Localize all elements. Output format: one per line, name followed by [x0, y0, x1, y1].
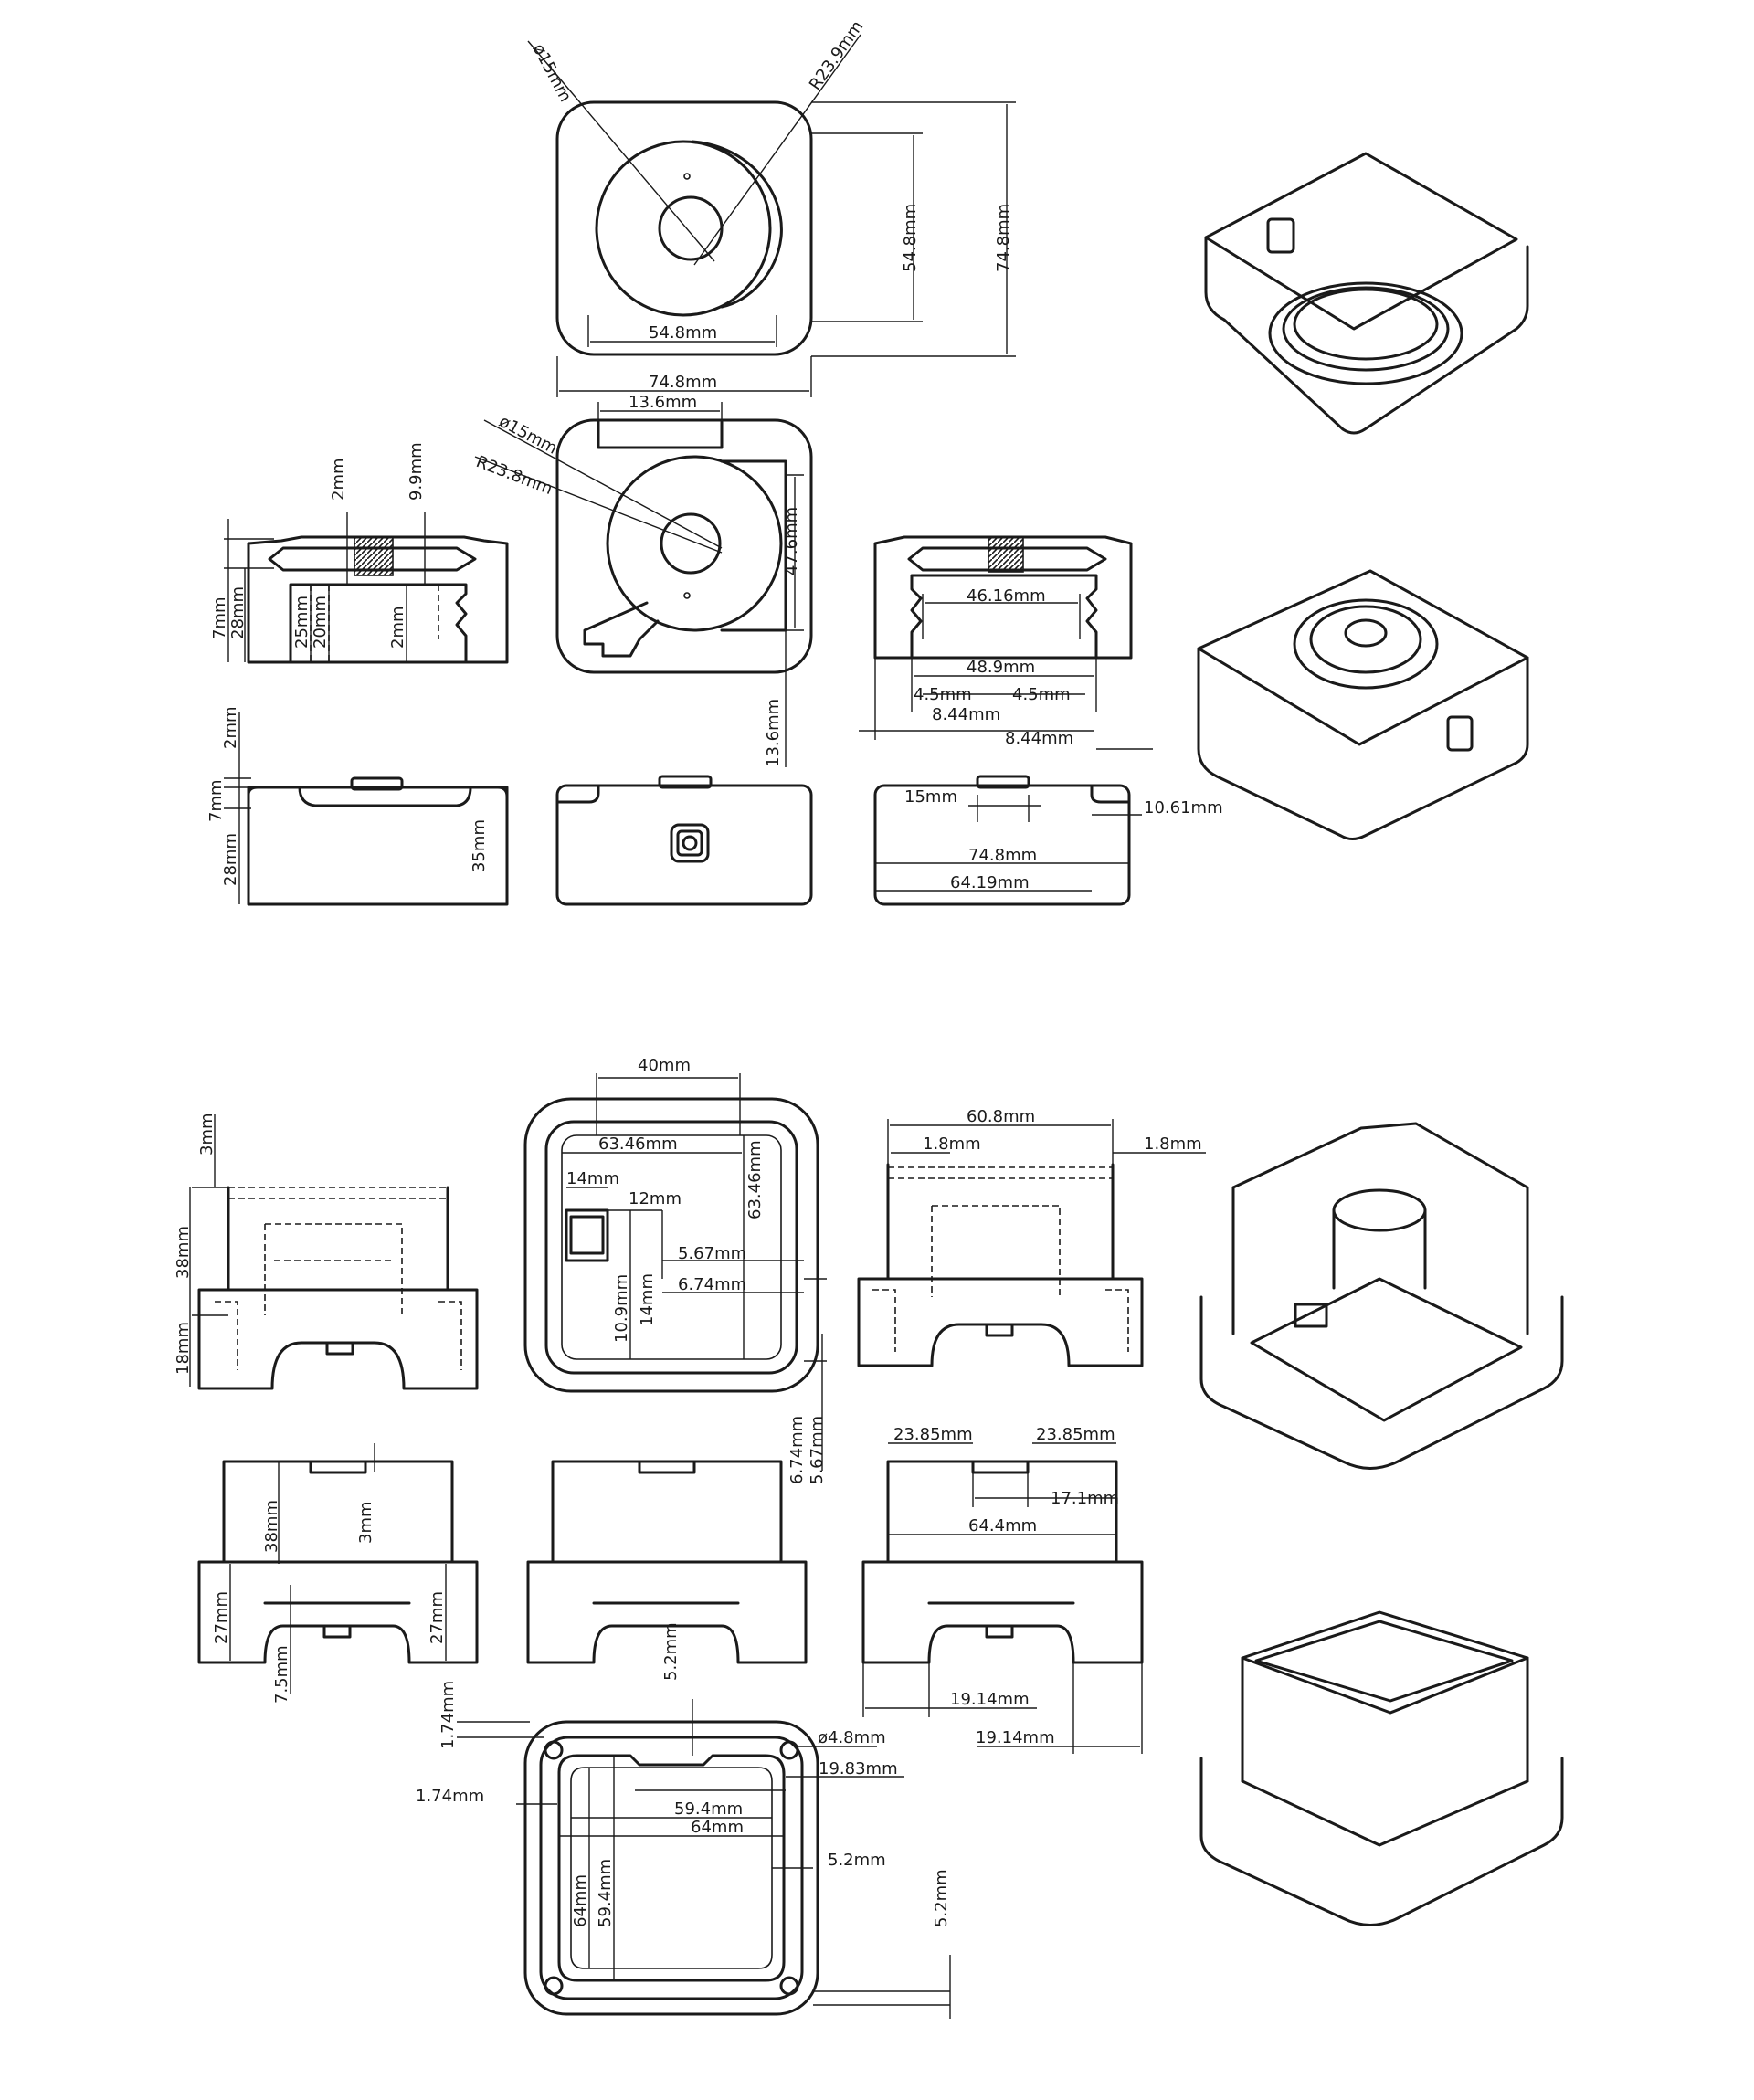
dim-e2-1914-lower: 19.14mm: [976, 1728, 1055, 1747]
dim-b-14-top: 14mm: [566, 1169, 619, 1188]
dim-b-6346-vertical: 63.46mm: [745, 1140, 765, 1219]
dim-e2-3: 3mm: [356, 1501, 375, 1544]
dim-right-844-upper: 8.44mm: [932, 705, 1000, 724]
dim-br-18-right: 1.8mm: [1144, 1134, 1202, 1154]
dim-top-548-vertical: 54.8mm: [901, 204, 920, 272]
dim-mid-476: 47.6mm: [782, 507, 801, 575]
dim-mid-136: 13.6mm: [629, 393, 697, 412]
dim-bot-52-right: 5.2mm: [828, 1851, 886, 1870]
dim-e2-75: 7.5mm: [272, 1645, 291, 1704]
dim-elev-7: 7mm: [206, 779, 226, 822]
dim-b-14-vertical: 14mm: [638, 1273, 657, 1326]
elevation2-front: [526, 1460, 808, 1664]
dim-b-6346-horizontal: 63.46mm: [598, 1134, 678, 1154]
dim-right-844-lower: 8.44mm: [1005, 729, 1073, 748]
isometric-view-2: [1197, 569, 1529, 840]
dim-left-7: 7mm: [210, 596, 229, 639]
dim-bl-38: 38mm: [174, 1226, 193, 1279]
dim-elev-35: 35mm: [470, 819, 489, 872]
elevation2-right: [861, 1442, 1144, 1754]
dim-elev-748: 74.8mm: [968, 846, 1037, 865]
isometric-view-1: [1204, 152, 1529, 435]
elevation-right: [873, 775, 1142, 906]
frame-section-left: [189, 1114, 479, 1390]
dim-top-548-horizontal: 54.8mm: [649, 323, 717, 343]
dim-top-748-vertical: 74.8mm: [994, 204, 1013, 272]
dim-b-567: 5.67mm: [678, 1244, 746, 1263]
dim-e2-1914-upper: 19.14mm: [950, 1690, 1030, 1709]
dim-bl-18: 18mm: [174, 1322, 193, 1375]
dim-bot-174-vertical: 1.74mm: [438, 1681, 458, 1749]
dim-bot-52-top: 5.2mm: [661, 1622, 681, 1681]
dim-left-25: 25mm: [292, 596, 312, 649]
dim-b-567-vertical: 5.67mm: [808, 1416, 827, 1484]
top-view-middle: [474, 402, 813, 767]
dim-elev-15: 15mm: [904, 787, 957, 807]
dim-bot-174-horizontal: 1.74mm: [416, 1787, 484, 1806]
dim-left-2mm-top: 2mm: [329, 458, 348, 501]
left-section-view: [224, 512, 509, 664]
dim-right-45-right: 4.5mm: [1012, 685, 1071, 704]
dim-mid-phi15: ø15mm: [496, 412, 561, 459]
dim-top-phi15: ø15mm: [529, 40, 576, 105]
isometric-view-3: [1199, 1122, 1564, 1470]
dim-right-45-left: 4.5mm: [914, 685, 972, 704]
dim-top-r239: R23.9mm: [806, 17, 867, 94]
dim-e2-38: 38mm: [262, 1500, 281, 1553]
dim-e2-2385-right: 23.85mm: [1036, 1425, 1115, 1444]
top-view-upper: [527, 34, 1016, 397]
dim-bot-64-horizontal: 64mm: [691, 1818, 744, 1837]
dim-e2-27-left: 27mm: [212, 1591, 231, 1644]
dim-bot-594-vertical: 59.4mm: [596, 1859, 615, 1927]
dim-b-40: 40mm: [638, 1056, 691, 1075]
isometric-view-4: [1199, 1610, 1564, 1926]
dim-bot-64-vertical: 64mm: [571, 1874, 590, 1927]
dim-elev-6419: 64.19mm: [950, 873, 1030, 892]
frame-section-right: [857, 1119, 1206, 1367]
dim-right-4616: 46.16mm: [967, 586, 1046, 606]
dim-left-28: 28mm: [228, 586, 248, 639]
dim-b-109: 10.9mm: [612, 1274, 631, 1343]
dim-bot-594-horizontal: 59.4mm: [674, 1799, 743, 1819]
elevation-front: [555, 775, 813, 906]
dim-br-608: 60.8mm: [967, 1107, 1035, 1126]
dim-right-489: 48.9mm: [967, 658, 1035, 677]
dim-elev-2: 2mm: [221, 706, 240, 749]
dim-b-674-vertical: 6.74mm: [787, 1416, 807, 1484]
right-section-view: [859, 535, 1153, 750]
dim-b-12: 12mm: [629, 1189, 682, 1208]
dim-bot-52-vertical: 5.2mm: [932, 1869, 951, 1927]
dim-left-2mm-bottom: 2mm: [388, 606, 407, 649]
dim-mid-r238: R23.8mm: [473, 452, 555, 499]
dim-bot-phi48: ø4.8mm: [818, 1728, 886, 1747]
dim-e2-2385-left: 23.85mm: [893, 1425, 973, 1444]
dim-left-99: 9.9mm: [407, 442, 426, 501]
frame-bottom-view: [457, 1699, 951, 2019]
elevation-left: [224, 712, 509, 906]
dim-elev-28: 28mm: [221, 833, 240, 886]
dim-b-674: 6.74mm: [678, 1275, 746, 1294]
dim-left-20: 20mm: [311, 596, 330, 649]
frame-top-view: [523, 1073, 827, 1471]
dim-bot-1983: 19.83mm: [819, 1759, 898, 1778]
dim-bl-3: 3mm: [197, 1113, 217, 1156]
dim-mid-136-vertical: 13.6mm: [764, 699, 783, 767]
elevation2-left: [197, 1443, 479, 1694]
dim-br-18-left: 1.8mm: [923, 1134, 981, 1154]
dim-top-748-horizontal: 74.8mm: [649, 373, 717, 392]
dim-elev-1061: 10.61mm: [1144, 798, 1223, 818]
dim-e2-27-right: 27mm: [428, 1591, 447, 1644]
dim-e2-171: 17.1mm: [1051, 1489, 1119, 1508]
dim-e2-644: 64.4mm: [968, 1516, 1037, 1535]
